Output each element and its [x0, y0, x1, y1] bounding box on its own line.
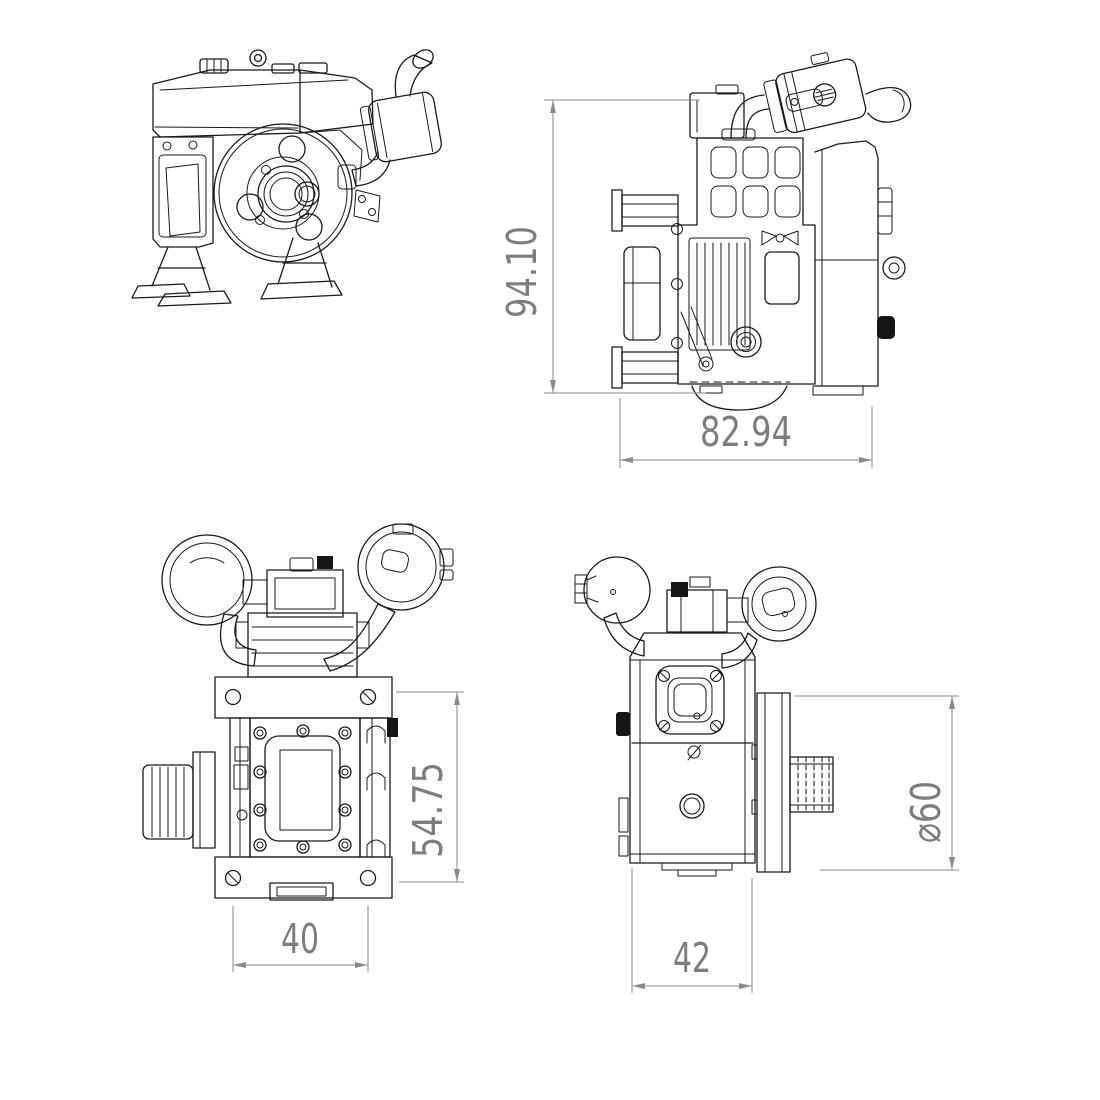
dim-label-front-pulley-diameter: ⌀60: [902, 781, 950, 843]
top-fins-block: [235, 612, 370, 678]
top-mounting-plates: [214, 676, 393, 899]
view-isometric: [131, 49, 442, 307]
view-front: [574, 556, 834, 877]
dim-side-length: [619, 398, 873, 468]
dim-top-mount-width: [232, 906, 369, 972]
top-muffler: [323, 523, 454, 672]
mounting-legs: [131, 237, 343, 307]
flywheel: [213, 123, 353, 263]
front-muffler-outlet: [721, 566, 817, 669]
dim-label-side-height: 94.10: [498, 226, 546, 318]
view-side: [611, 52, 912, 411]
dim-label-front-width: 42: [673, 934, 711, 982]
muffler: [337, 49, 442, 223]
front-flange-pulley: [751, 692, 834, 873]
front-top-blocks: [666, 576, 749, 633]
top-bottom-tab: [269, 882, 334, 901]
side-brackets: [611, 189, 679, 389]
dim-side-height: [544, 99, 706, 394]
side-exhaust-pipe: [721, 94, 770, 141]
side-details: [671, 223, 864, 411]
view-top: [142, 523, 454, 901]
dim-label-top-depth: 54.75: [404, 762, 452, 858]
side-muffler: [763, 52, 912, 134]
dim-label-top-mount-width: 40: [281, 915, 319, 963]
front-body: [616, 632, 756, 877]
fuel-tank: [152, 49, 374, 138]
dim-top-depth: [396, 691, 464, 883]
dim-front-pulley-diameter: [794, 695, 959, 871]
top-air-filter: [161, 534, 257, 667]
top-gearbox: [229, 717, 398, 858]
dimension-layer: 94.10 82.94 54.75 40 42 ⌀60: [232, 99, 959, 993]
side-cooling-fins: [688, 237, 751, 351]
dim-front-width: [631, 868, 753, 993]
crankcase-block: [152, 129, 363, 248]
top-pulley: [142, 751, 216, 849]
front-air-filter: [574, 556, 651, 657]
side-body: [677, 137, 816, 385]
top-head-cover: [242, 556, 344, 618]
dim-label-side-length: 82.94: [700, 408, 792, 456]
side-shroud: [814, 140, 906, 387]
